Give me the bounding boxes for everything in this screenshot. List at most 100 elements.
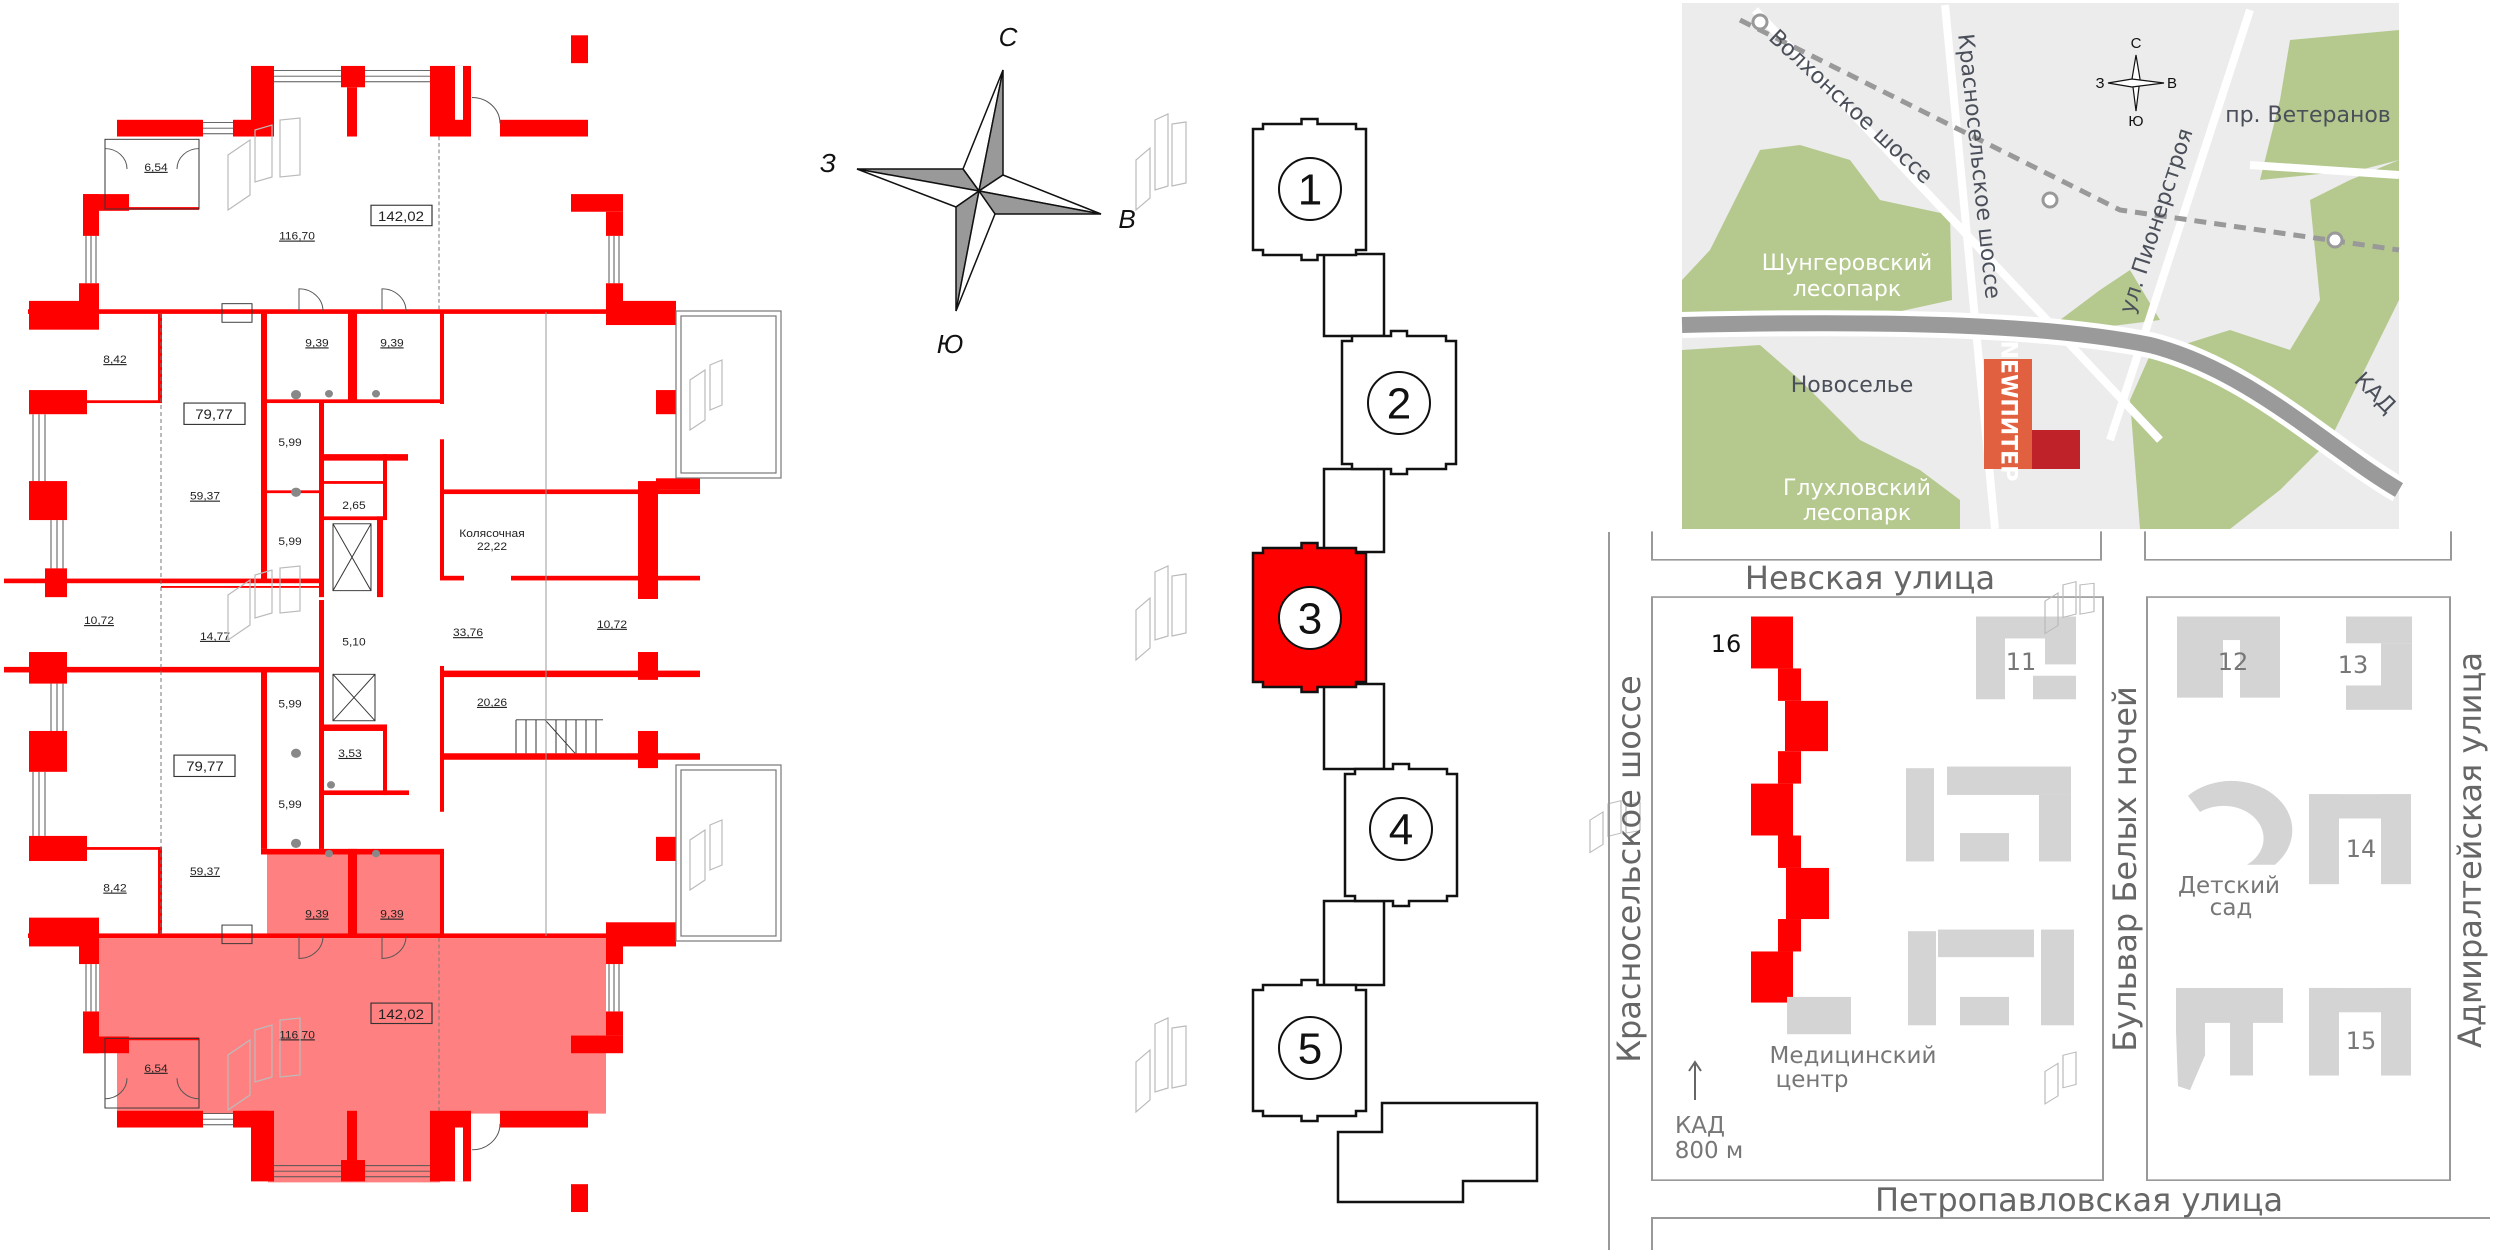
section-connector: [1322, 252, 1386, 338]
room-area-label: 5,10: [342, 637, 365, 649]
residential-building: [1908, 929, 2074, 1026]
room-area-label: 5,99: [278, 699, 301, 711]
room-area-label: 10,72: [597, 619, 627, 631]
section-5[interactable]: 5: [1251, 978, 1368, 1123]
street-label: Красносельское шоссе: [1610, 675, 1648, 1062]
room-area-label: 2,65: [342, 500, 365, 512]
building-12: [2177, 616, 2280, 698]
building-number: 13: [2338, 651, 2369, 679]
room-area-label: 8,42: [103, 883, 126, 895]
room-area-label: 5,99: [278, 799, 301, 811]
building-number: 12: [2218, 648, 2249, 676]
selected-unit-highlight[interactable]: [99, 938, 606, 1183]
unit-total-area-box[interactable]: [370, 204, 433, 227]
building-16-current[interactable]: [1751, 616, 1829, 1003]
site-plan: Невская улица Красносельское шоссе Бульв…: [1589, 531, 2490, 1250]
room-area-label: 8,42: [103, 354, 126, 366]
compass-east-label: В: [1118, 204, 1135, 234]
area-label: Шунгеровский: [1762, 251, 1932, 276]
middle-walls-lower: [4, 600, 700, 937]
residential-building: [2176, 987, 2283, 1091]
section-1[interactable]: 1: [1251, 117, 1368, 262]
kad-direction-arrow-icon: [1688, 1060, 1702, 1100]
map-compass-north: С: [2131, 35, 2142, 52]
room-area-label: 59,37: [190, 491, 220, 503]
brand-logo: NEWПИТЕР: [1996, 341, 2021, 482]
park-areas: [1682, 30, 2399, 529]
road-label: пр. Ветеранов: [2225, 103, 2391, 128]
selected-unit-total-area-box[interactable]: [370, 1002, 433, 1025]
area-label: Глухловский: [1783, 476, 1931, 501]
building-number: 14: [2346, 835, 2377, 863]
room-area-label: 5,99: [278, 437, 301, 449]
building-number: 16: [1711, 630, 1742, 658]
section-connector: [1322, 682, 1386, 771]
floor-plan-lower: 5,99 20,26 79,77 3,53 5,99 59,37 8,42 9,…: [4, 600, 700, 1213]
room-area-label: 9,39: [305, 909, 328, 921]
room-area-label: 9,39: [380, 909, 403, 921]
section-selector: 1 2 3 4 5: [1135, 113, 1539, 1204]
building-11: [1976, 616, 2076, 700]
stroller-room-label: Колясочная: [459, 528, 524, 540]
unit-total-area: 79,77: [186, 759, 224, 774]
section-3-selected[interactable]: 3: [1251, 541, 1368, 694]
building-number: 11: [2006, 648, 2037, 676]
kindergarten-building: [2188, 780, 2293, 865]
street-label: Невская улица: [1745, 559, 1995, 597]
compass-north-label: С: [999, 22, 1018, 52]
room-area-label: 22,22: [477, 541, 507, 553]
area-label: лесопарк: [1803, 501, 1911, 526]
building-13: [2346, 616, 2412, 710]
section-connector: [1322, 467, 1386, 554]
area-label: лесопарк: [1793, 277, 1901, 302]
medical-center-building: [1787, 996, 1851, 1035]
staircase: [515, 719, 603, 754]
kad-distance-label: 800 м: [1675, 1138, 1744, 1164]
kad-distance-label: КАД: [1675, 1113, 1725, 1139]
section-number: 3: [1298, 595, 1322, 644]
building-14: [2309, 794, 2411, 885]
room-area-label: 59,37: [190, 866, 220, 878]
map-compass-east: В: [2167, 75, 2177, 92]
area-label: Новоселье: [1791, 373, 1914, 398]
room-area-label: 3,53: [338, 748, 361, 760]
location-map: NEWПИТЕР Волхонское шоссе Красносельское…: [1681, 3, 2406, 530]
room-area-label: 116,70: [279, 1030, 315, 1042]
unit-total-area: 79,77: [195, 407, 233, 422]
kindergarten-label: Детский: [2178, 873, 2280, 899]
room-area-label: 33,76: [453, 627, 483, 639]
project-site[interactable]: NEWПИТЕР: [1984, 341, 2080, 482]
site-plan-shapes: [1589, 531, 2452, 1181]
compass-west-label: З: [820, 148, 836, 178]
building-15: [2309, 987, 2411, 1076]
street-label: Бульвар Белых ночей: [2106, 686, 2144, 1052]
floor-plan-upper: 6,54 116,70 142,02 9,39 9,39 8,42 79,77 …: [4, 34, 700, 649]
medical-center-label: Медицинский: [1770, 1043, 1937, 1069]
street-label: Петропавловская улица: [1875, 1181, 2283, 1219]
compass-south-label: Ю: [937, 329, 964, 359]
room-area-label: 14,77: [200, 631, 230, 643]
room-area-label: 116,70: [279, 231, 315, 243]
floor-plan: 6,54 116,70 142,02 9,39 9,39 8,42 79,77 …: [4, 34, 782, 1213]
section-4[interactable]: 4: [1343, 762, 1459, 908]
section-connector: [1322, 899, 1386, 987]
unit-total-area-box[interactable]: [183, 402, 246, 425]
unit-total-area-box[interactable]: [173, 754, 236, 778]
map-compass-west: З: [2095, 75, 2104, 92]
room-area-label: 6,54: [144, 162, 168, 174]
annex-building: [1336, 1101, 1539, 1204]
section-number: 5: [1298, 1025, 1322, 1074]
unit-total-area: 142,02: [378, 209, 424, 224]
room-area-label: 9,39: [305, 338, 328, 350]
balconies: [675, 310, 782, 942]
room-area-label: 5,99: [278, 536, 301, 548]
section-2[interactable]: 2: [1340, 329, 1458, 476]
residential-building: [1906, 766, 2071, 862]
watermark-logo-icon: [1589, 580, 2095, 1105]
medical-center-label: центр: [1776, 1067, 1849, 1093]
section-number: 1: [1298, 166, 1322, 215]
room-area-label: 9,39: [380, 338, 403, 350]
room-area-label: 10,72: [84, 615, 114, 627]
room-area-label: 6,54: [144, 1063, 168, 1075]
